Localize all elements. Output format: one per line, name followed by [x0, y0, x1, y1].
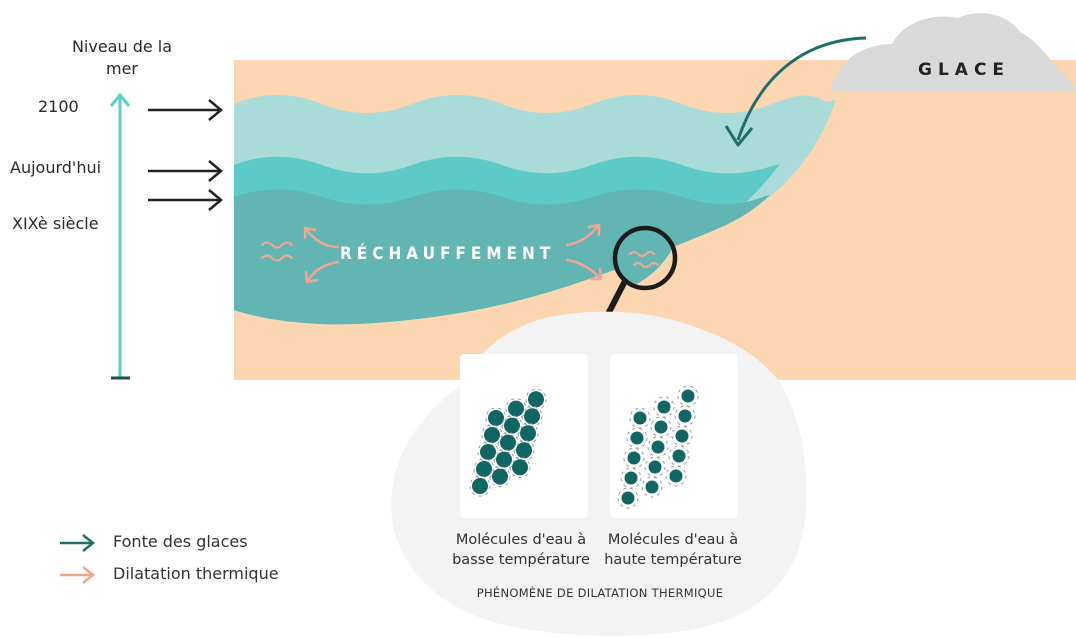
low-temp-caption: Molécules d'eau à basse température: [452, 532, 590, 568]
level-arrow-today: [148, 160, 223, 182]
glacier: [830, 13, 1076, 92]
water-molecule: [516, 442, 532, 459]
expansion-arrows-left: [303, 226, 340, 284]
water-molecule: [500, 434, 516, 451]
legend-expansion-label: Dilatation thermique: [113, 564, 279, 583]
water-molecule: [528, 391, 544, 408]
molecule-vibration: [505, 398, 527, 420]
high-temp-molecules: [617, 385, 699, 509]
ice-melt-arrow: [736, 36, 867, 141]
water-molecule: [496, 451, 512, 468]
water-molecule: [520, 425, 536, 442]
zoom-panel-title: PHÉNOMÈNE DE DILATATION THERMIQUE: [476, 586, 724, 600]
high-temp-card: [610, 354, 738, 518]
molecule-vibration: [489, 466, 511, 488]
molecule-vibration: [517, 422, 539, 444]
molecule-vibration: [501, 415, 523, 437]
water-molecule: [492, 468, 508, 485]
molecule-vibration: [485, 407, 507, 429]
water-molecule: [657, 400, 671, 414]
molecule-vibration: [525, 388, 547, 410]
molecule-vibration: [641, 476, 663, 498]
water-molecule: [627, 451, 641, 465]
water-molecule: [648, 460, 662, 474]
water-molecule: [651, 440, 665, 454]
water-molecule: [633, 411, 647, 425]
heat-wave-icon: [260, 241, 294, 262]
water-molecule: [630, 431, 644, 445]
legend-expansion-arrow: [60, 566, 96, 584]
water-molecule: [488, 410, 504, 426]
high-temp-caption: Molécules d'eau à haute température: [604, 532, 742, 568]
expansion-arrows-right: [565, 223, 603, 281]
molecule-vibration: [469, 475, 491, 497]
water-molecule: [484, 427, 500, 443]
water-molecule: [480, 444, 496, 460]
molecule-vibration: [617, 487, 639, 509]
molecule-vibration: [493, 449, 515, 471]
low-temp-molecules: [469, 388, 547, 497]
molecule-vibration: [521, 405, 543, 427]
water-molecule: [621, 491, 635, 505]
water-molecule: [512, 459, 528, 476]
level-label-today: Aujourd'hui: [10, 158, 102, 177]
water-molecule: [476, 461, 492, 477]
water-molecule: [524, 408, 540, 425]
level-label-19th-century: XIXè siècle: [12, 214, 99, 233]
molecule-vibration: [497, 432, 519, 454]
molecule-vibration: [473, 458, 495, 480]
ice-label: GLACE: [918, 60, 1011, 80]
level-label-2100: 2100: [38, 97, 79, 116]
water-molecule: [669, 469, 683, 483]
sea-level-axis-title: Niveau de la mer: [71, 37, 173, 78]
water-molecule: [678, 409, 692, 423]
water-molecule: [681, 389, 695, 403]
water-molecule: [672, 449, 686, 463]
water-molecule: [508, 400, 524, 417]
water-molecule: [675, 429, 689, 443]
molecule-vibration: [481, 424, 503, 446]
warming-label: RÉCHAUFFEMENT: [340, 244, 556, 264]
magnifier-icon: [603, 225, 678, 321]
legend-ice-melt-label: Fonte des glaces: [113, 532, 248, 551]
molecule-vibration: [509, 456, 531, 478]
molecule-vibration: [513, 439, 535, 461]
level-arrow-2100: [148, 99, 223, 121]
molecule-vibration: [665, 465, 687, 487]
level-arrow-19th-century: [148, 189, 223, 211]
water-molecule: [472, 478, 488, 494]
water-19th-century: [234, 189, 770, 325]
water-molecule: [654, 420, 668, 434]
legend-ice-melt-arrow: [60, 534, 96, 552]
water-molecule: [504, 417, 520, 434]
water-molecule: [624, 471, 638, 485]
molecule-vibration: [477, 441, 499, 463]
water-molecule: [645, 480, 659, 494]
